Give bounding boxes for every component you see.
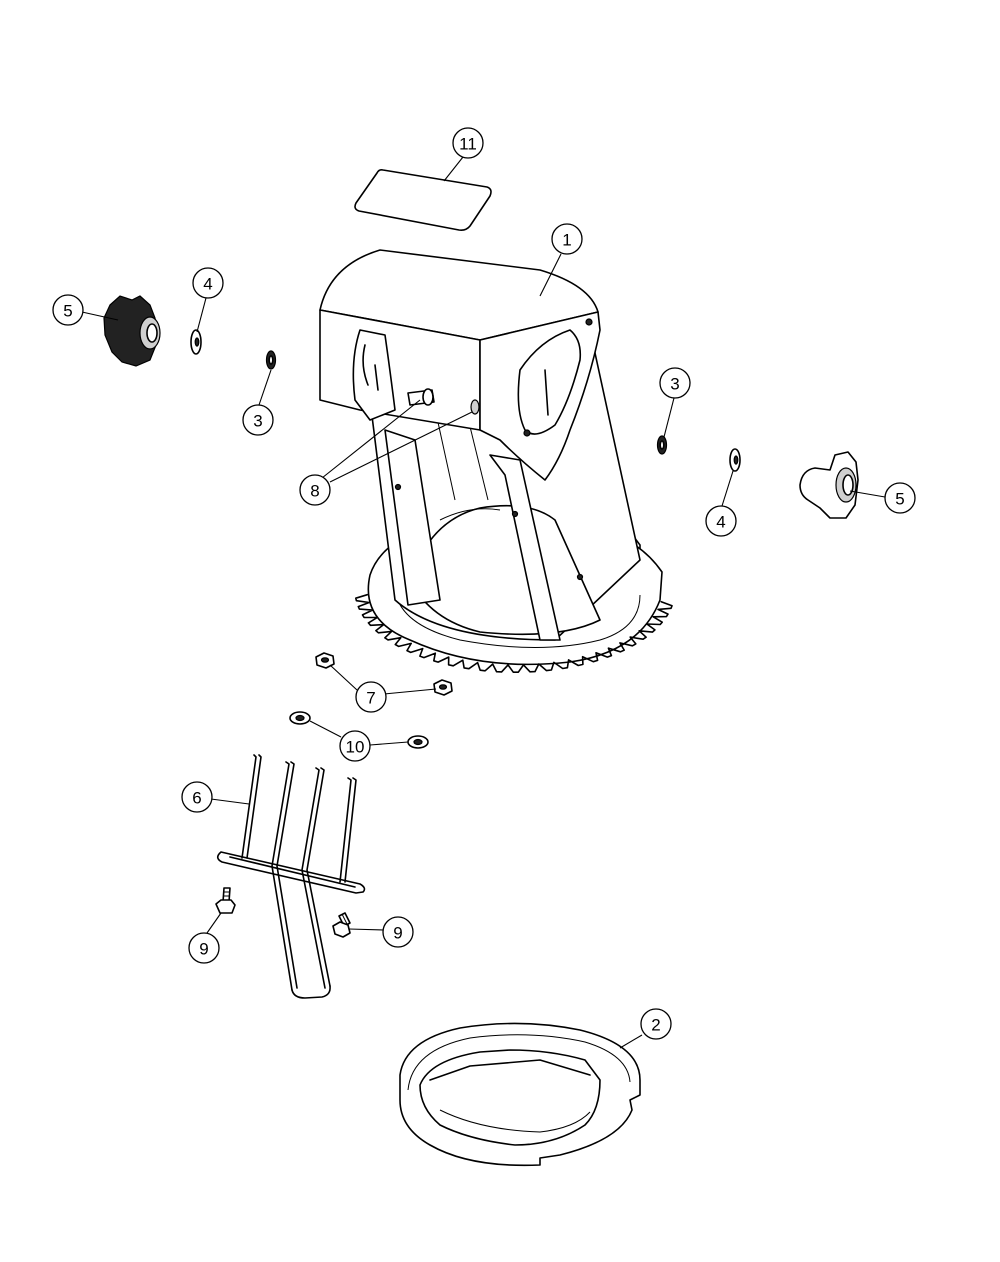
part-7-nut-right	[433, 679, 453, 696]
part-4-washer-right	[729, 448, 741, 472]
svg-text:8: 8	[310, 482, 319, 501]
part-3-lockwasher-right	[656, 435, 668, 455]
callout-9-left: 9	[188, 932, 220, 964]
callout-3-right: 3	[659, 367, 691, 399]
callout-7: 7	[355, 681, 387, 713]
part-6-wire-deflector	[216, 754, 366, 999]
svg-text:1: 1	[562, 231, 571, 250]
part-5-knob-left	[103, 295, 161, 367]
svg-text:10: 10	[346, 738, 365, 757]
svg-text:4: 4	[203, 275, 212, 294]
callout-6: 6	[181, 781, 213, 813]
svg-text:9: 9	[199, 940, 208, 959]
part-2-base-ring	[399, 1022, 641, 1167]
callout-3-left: 3	[242, 404, 274, 436]
callout-2: 2	[640, 1008, 672, 1040]
part-4-washer-left	[190, 329, 202, 355]
svg-text:2: 2	[651, 1016, 660, 1035]
leader-lines	[81, 156, 886, 1049]
svg-text:3: 3	[670, 375, 679, 394]
callout-10: 10	[339, 730, 371, 762]
part-3-lockwasher-left	[265, 350, 277, 370]
svg-text:5: 5	[63, 302, 72, 321]
part-10-washer-left	[289, 711, 311, 725]
callout-11: 11	[452, 127, 484, 159]
svg-text:9: 9	[393, 924, 402, 943]
part-9-bolt-right	[332, 912, 351, 938]
svg-text:5: 5	[895, 490, 904, 509]
part-9-bolt-left	[215, 887, 236, 914]
callout-1: 1	[551, 223, 583, 255]
callout-8: 8	[299, 474, 331, 506]
svg-text:6: 6	[192, 789, 201, 808]
part-5-knob-right	[799, 451, 859, 519]
callout-5-left: 5	[52, 294, 84, 326]
part-1-chute-assembly	[319, 249, 673, 673]
part-7-nut-left	[315, 652, 335, 669]
part-11-decal	[354, 169, 492, 231]
svg-text:4: 4	[716, 513, 725, 532]
svg-text:7: 7	[366, 689, 375, 708]
svg-text:3: 3	[253, 412, 262, 431]
callout-9-right: 9	[382, 916, 414, 948]
callout-4-left: 4	[192, 267, 224, 299]
svg-text:11: 11	[459, 135, 477, 154]
callout-5-right: 5	[884, 482, 916, 514]
part-10-washer-right	[407, 735, 429, 749]
callout-4-right: 4	[705, 505, 737, 537]
